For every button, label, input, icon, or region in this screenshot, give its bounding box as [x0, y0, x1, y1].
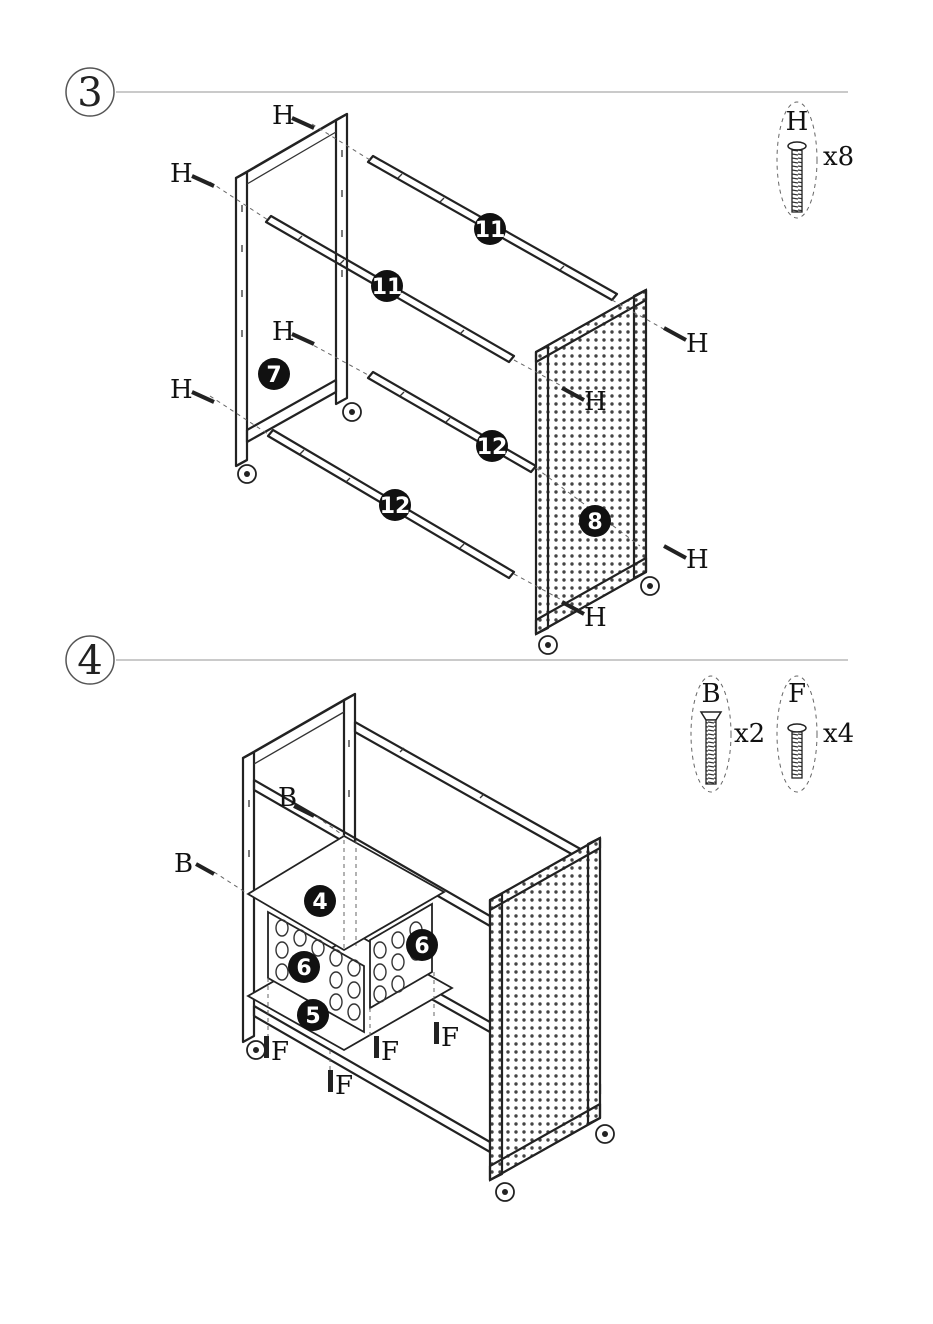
right-pegboard-panel-part-8 — [536, 290, 646, 634]
part-badge: 11 — [371, 270, 403, 302]
step-4-header: 4 — [66, 636, 848, 684]
part-badge: 7 — [258, 358, 290, 390]
part-badge: 11 — [474, 213, 506, 245]
svg-text:7: 7 — [266, 363, 281, 388]
rail-part-12-rear — [368, 372, 536, 472]
part-badge: 12 — [476, 430, 508, 462]
screw-label: F — [335, 1071, 353, 1101]
screw-h-icon — [788, 142, 806, 212]
hardware-count: x8 — [823, 142, 854, 172]
svg-text:6: 6 — [414, 934, 429, 959]
hardware-callout-h: H x8 — [777, 102, 854, 218]
screw-label: H — [272, 317, 295, 347]
svg-text:11: 11 — [475, 218, 506, 243]
screw-label: H — [584, 603, 607, 633]
part-badge: 5 — [297, 999, 329, 1031]
svg-text:12: 12 — [380, 494, 411, 519]
svg-text:12: 12 — [477, 435, 508, 460]
hardware-letter: B — [701, 679, 720, 709]
hardware-callout-b: B x2 — [691, 676, 765, 792]
part-badge: 6 — [406, 929, 438, 961]
screw-label: F — [381, 1037, 399, 1067]
hardware-callout-f: F x4 — [777, 676, 854, 792]
screw-label: F — [441, 1023, 459, 1053]
svg-text:4: 4 — [312, 890, 327, 915]
screw-label: H — [170, 375, 193, 405]
screw-f-icon — [788, 724, 806, 778]
part-badge: 4 — [304, 885, 336, 917]
screw-label: H — [272, 101, 295, 131]
screw-label: H — [584, 387, 607, 417]
part-badge: 6 — [288, 951, 320, 983]
hardware-count: x4 — [823, 719, 854, 749]
hardware-letter: F — [788, 679, 806, 709]
left-frame-part-7 — [236, 114, 347, 466]
screw-label: B — [278, 783, 297, 813]
step-4: 4 B x2 F x4 — [66, 636, 854, 1201]
svg-text:11: 11 — [372, 275, 403, 300]
screw-label: F — [271, 1037, 289, 1067]
hardware-count: x2 — [734, 719, 765, 749]
svg-text:8: 8 — [587, 510, 602, 535]
screw-b-icon — [701, 712, 721, 784]
part-badge: 8 — [579, 505, 611, 537]
part-badge: 12 — [379, 489, 411, 521]
hardware-letter: H — [786, 107, 809, 137]
step-number: 3 — [77, 70, 102, 116]
svg-text:6: 6 — [296, 956, 311, 981]
screw-label: H — [686, 545, 709, 575]
step-3: 3 H x8 — [66, 68, 854, 654]
step-number: 4 — [77, 638, 102, 684]
screw-label: H — [686, 329, 709, 359]
screw-label: B — [174, 849, 193, 879]
step-3-header: 3 — [66, 68, 848, 116]
svg-text:5: 5 — [305, 1004, 320, 1029]
screw-label: H — [170, 159, 193, 189]
right-pegboard-panel — [490, 838, 600, 1180]
